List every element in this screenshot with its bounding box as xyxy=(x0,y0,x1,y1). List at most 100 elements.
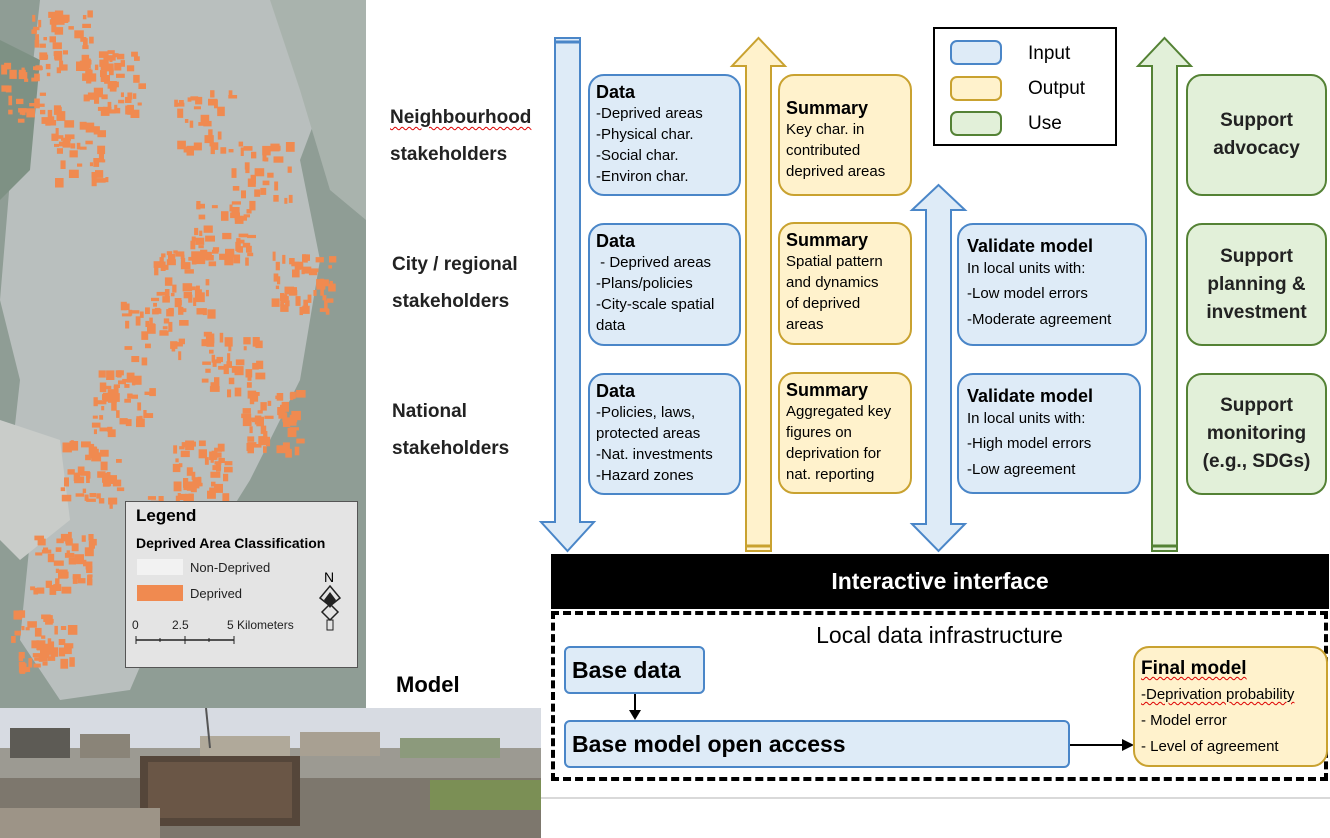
deprived-patch xyxy=(107,50,115,54)
deprived-patch xyxy=(99,415,104,420)
deprived-patch xyxy=(105,177,109,183)
deprived-patch xyxy=(116,410,120,418)
deprived-patch xyxy=(95,170,104,178)
deprived-patch xyxy=(96,400,107,405)
deprived-patch xyxy=(92,415,98,419)
deprived-patch xyxy=(295,296,301,306)
use-box-monitoring: Support monitoring (e.g., SDGs) xyxy=(1186,373,1327,495)
deprived-patch xyxy=(127,393,133,399)
deprived-patch xyxy=(201,378,209,383)
deprived-patch xyxy=(81,441,91,448)
deprived-patch xyxy=(153,261,163,268)
deprived-patch xyxy=(296,390,306,398)
deprived-patch xyxy=(65,537,71,544)
summary-box-neighbourhood: Summary Key char. in contributed deprive… xyxy=(778,74,912,196)
deprived-patch xyxy=(229,204,233,212)
deprived-patch xyxy=(245,257,249,266)
deprived-patch xyxy=(325,309,330,315)
deprived-patch xyxy=(80,37,87,42)
deprived-patch xyxy=(322,295,327,301)
deprived-patch xyxy=(19,668,26,674)
deprived-patch xyxy=(96,178,106,183)
deprived-patch xyxy=(231,201,241,205)
deprived-patch xyxy=(210,382,217,390)
deprived-patch xyxy=(60,487,66,492)
deprived-patch xyxy=(177,108,184,118)
deprived-patch xyxy=(108,497,118,505)
deprived-patch xyxy=(202,308,207,316)
deprived-patch xyxy=(60,160,66,169)
use-key-swatch xyxy=(950,111,1002,136)
model-to-final-arrowhead xyxy=(1122,739,1134,751)
deprived-patch xyxy=(158,496,164,504)
deprived-patch xyxy=(282,412,288,423)
deprived-patch xyxy=(33,663,41,668)
deprived-patch xyxy=(131,375,142,385)
deprived-patch xyxy=(46,72,51,77)
national-stakeholders-label: National stakeholders xyxy=(392,401,510,459)
use-box-planning: Support planning & investment xyxy=(1186,223,1327,346)
deprived-patch xyxy=(205,279,210,286)
deprived-patch xyxy=(185,442,193,447)
deprived-patch xyxy=(97,106,106,111)
deprived-patch xyxy=(329,280,333,286)
deprived-patch xyxy=(237,216,247,221)
deprived-patch xyxy=(88,540,95,549)
deprived-patch xyxy=(70,143,76,149)
deprived-patch xyxy=(58,141,64,147)
input-key-label: Input xyxy=(1028,43,1071,64)
deprived-patch xyxy=(34,39,40,48)
deprived-patch xyxy=(162,326,168,330)
deprived-patch xyxy=(263,446,267,453)
deprived-patch xyxy=(85,71,89,76)
deprived-patch xyxy=(64,477,69,487)
deprived-patch xyxy=(247,178,256,187)
deprived-patch xyxy=(87,73,97,82)
deprived-patch xyxy=(21,67,25,73)
deprived-patch xyxy=(282,294,288,304)
deprived-patch xyxy=(58,639,66,645)
deprived-patch xyxy=(204,135,214,144)
color-key: Input Output Use xyxy=(933,27,1117,146)
deprived-patch xyxy=(241,190,246,199)
deprived-patch xyxy=(308,269,318,276)
deprived-patch xyxy=(66,550,70,555)
deprived-patch xyxy=(1,85,9,92)
deprived-patch xyxy=(281,401,289,412)
deprived-patch xyxy=(317,282,323,287)
deprived-patch xyxy=(172,463,181,473)
deprived-patch xyxy=(210,458,214,463)
deprived-patch xyxy=(105,63,114,72)
deprived-patch xyxy=(81,54,90,62)
deprived-patch xyxy=(189,441,196,447)
deprived-patch xyxy=(186,145,194,156)
deprived-patch xyxy=(198,122,206,126)
deprived-patch xyxy=(17,118,25,123)
deprived-patch xyxy=(258,436,268,446)
deprived-patch xyxy=(124,303,130,311)
deprived-patch xyxy=(174,342,183,347)
deprived-patch xyxy=(280,304,289,312)
deprived-patch xyxy=(102,473,111,483)
deprived-patch xyxy=(18,108,27,113)
deprived-patch xyxy=(127,92,133,100)
deprived-patch xyxy=(246,209,252,214)
base-data-box: Base data xyxy=(564,646,705,694)
deprived-swatch xyxy=(137,585,183,601)
deprived-patch xyxy=(36,587,45,594)
deprived-patch xyxy=(71,543,79,552)
deprived-patch xyxy=(210,145,215,155)
deprived-patch xyxy=(34,73,40,82)
deprived-patch xyxy=(116,487,125,492)
deprived-patch xyxy=(87,578,93,586)
deprived-patch xyxy=(59,64,68,71)
deprived-patch xyxy=(43,37,47,41)
deprived-patch xyxy=(168,307,174,314)
neighbourhood-stakeholders-label: Neighbourhood stakeholders xyxy=(390,107,532,165)
deprived-patch xyxy=(200,114,210,124)
deprived-patch xyxy=(163,318,170,324)
deprived-patch xyxy=(67,469,75,475)
deprived-patch xyxy=(173,445,178,454)
deprived-patch xyxy=(49,116,55,125)
deprived-patch xyxy=(64,643,74,649)
